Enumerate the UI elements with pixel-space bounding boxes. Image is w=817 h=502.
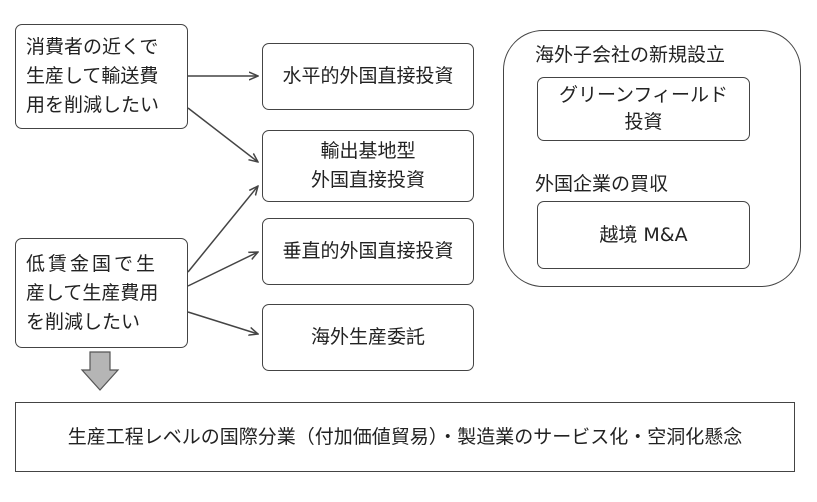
acquisition-heading: 外国企業の買収: [535, 173, 669, 195]
export-base-fdi-box: 輸出基地型 外国直接投資: [262, 130, 474, 202]
outsourcing-box: 海外生産委託: [262, 304, 474, 371]
right-group-bracket: [503, 30, 801, 287]
cross-border-ma-box: 越境 M&A: [537, 201, 750, 269]
lowwage-line-2: 産して生産費用: [26, 281, 159, 304]
vertical-fdi-label: 垂直的外国直接投資: [282, 240, 454, 262]
outcome-text: 生産工程レベルの国際分業（付加価値貿易）・製造業のサービス化・空洞化懸念: [67, 425, 743, 448]
lowwage-line-1: 低賃金国で生: [26, 252, 159, 275]
greenfield-line-2: 投資: [624, 111, 663, 133]
consumer-line-2: 生産して輸送費: [26, 65, 159, 87]
arrow-lowwage-to-vertical: [187, 252, 258, 287]
consumer-line-3: 用を削減したい: [26, 94, 160, 116]
arrow-lowwage-to-exportbase: [187, 186, 258, 273]
arrow-consumer-to-exportbase: [187, 107, 258, 162]
down-arrow-icon: [80, 351, 120, 391]
greenfield-line-1: グリーンフィールド: [558, 84, 729, 106]
outcome-box: 生産工程レベルの国際分業（付加価値貿易）・製造業のサービス化・空洞化懸念: [15, 402, 795, 472]
lowwage-line-3: を削減したい: [26, 310, 141, 333]
consumer-line-1: 消費者の近くで: [26, 36, 159, 58]
horizontal-fdi-label: 水平的外国直接投資: [282, 65, 454, 87]
greenfield-box: グリーンフィールド 投資: [537, 77, 750, 141]
vertical-fdi-box: 垂直的外国直接投資: [262, 218, 474, 285]
outsourcing-label: 海外生産委託: [310, 326, 425, 348]
lowwage-motive-box: 低賃金国で生 産して生産費用 を削減したい: [15, 238, 188, 348]
consumer-motive-box: 消費者の近くで 生産して輸送費 用を削減したい: [15, 24, 188, 129]
export-base-line-2: 外国直接投資: [310, 169, 425, 191]
horizontal-fdi-box: 水平的外国直接投資: [262, 43, 474, 110]
cross-border-ma-label: 越境 M&A: [599, 223, 688, 246]
new-subsidiary-heading: 海外子会社の新規設立: [535, 44, 726, 66]
export-base-line-1: 輸出基地型: [320, 140, 416, 162]
arrow-lowwage-to-outsourcing: [187, 311, 258, 334]
